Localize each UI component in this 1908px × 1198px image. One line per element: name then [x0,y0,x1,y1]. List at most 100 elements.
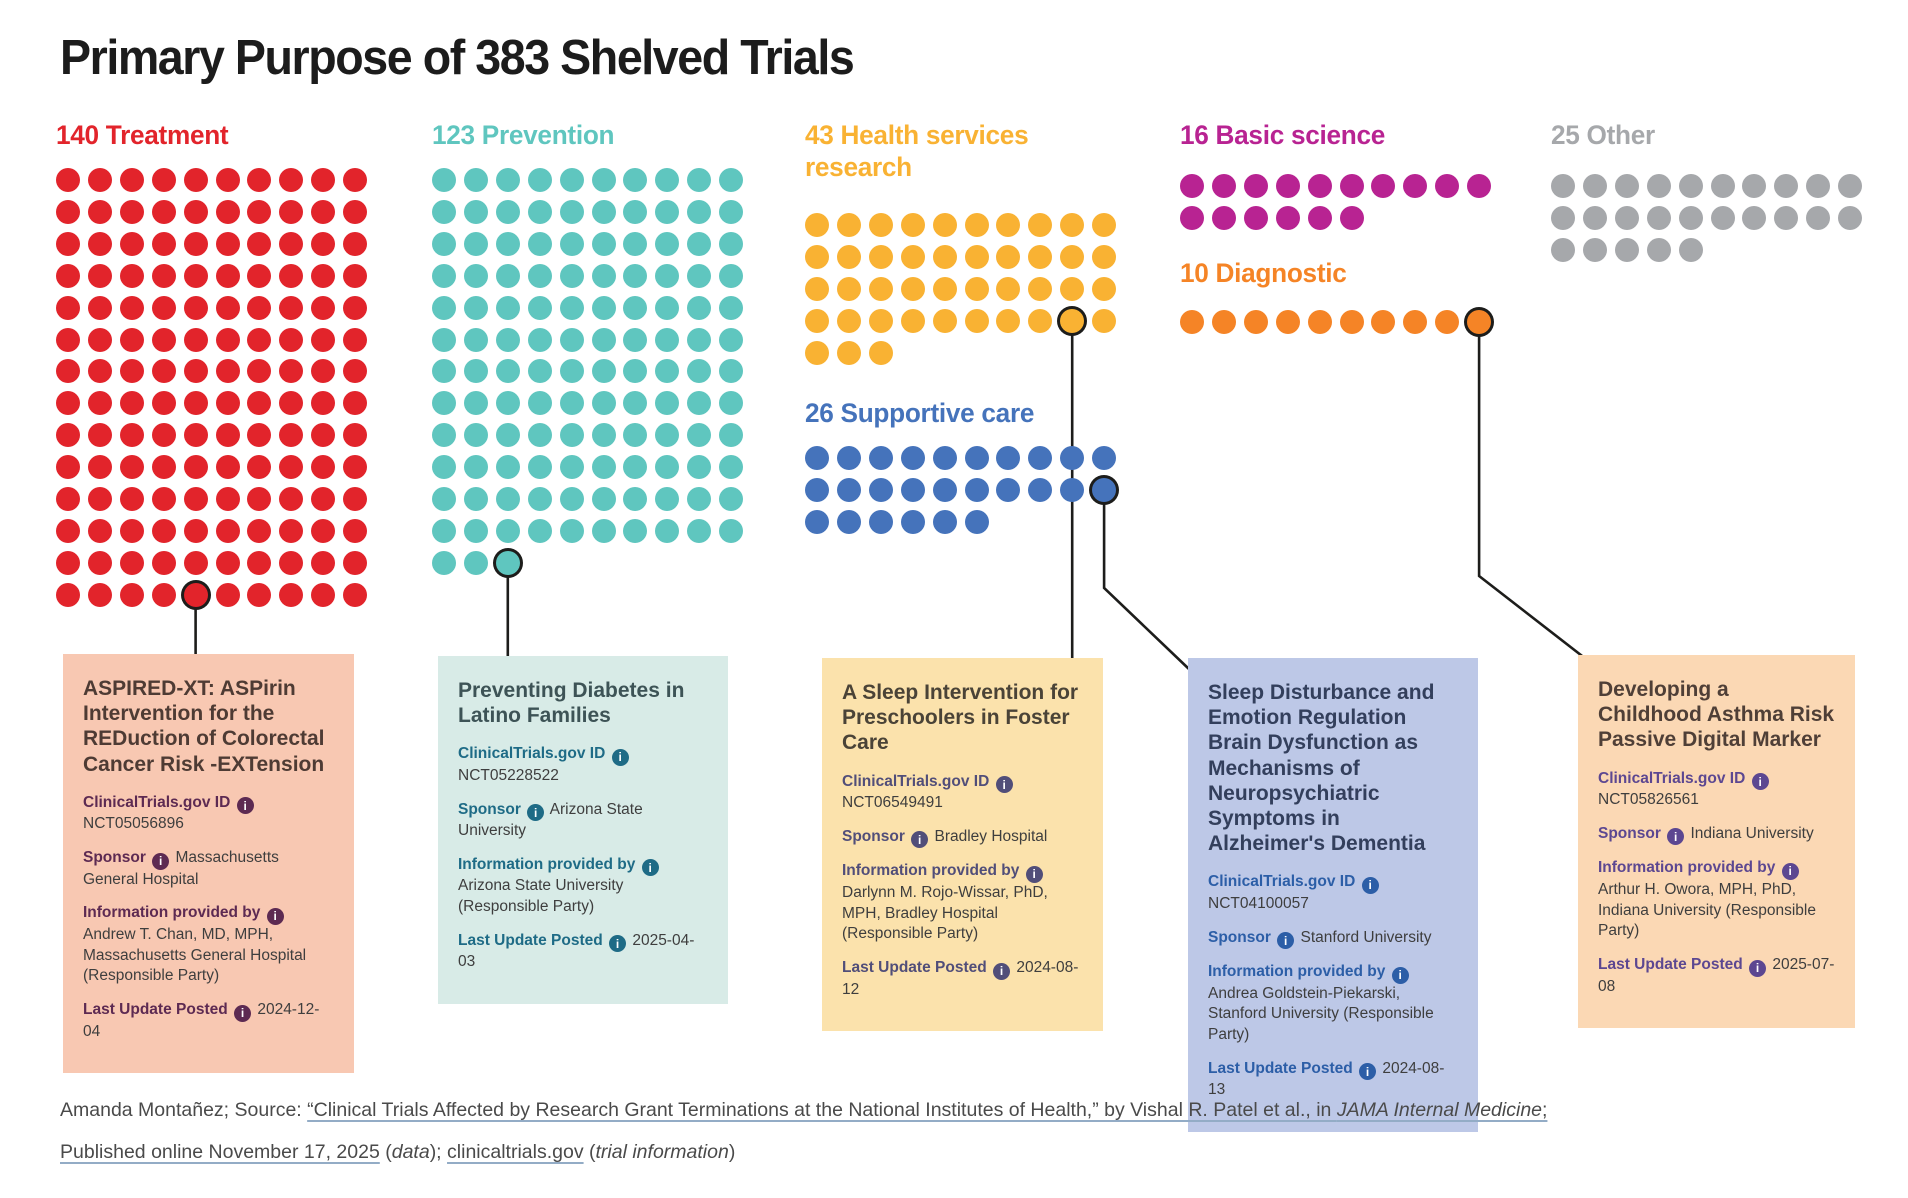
category-label-other: 25 Other [1551,120,1655,150]
dot [432,423,456,448]
trial-card-prevention: Preventing Diabetes in Latino Families C… [438,656,728,1005]
dot [964,477,989,502]
info-icon: i [641,859,659,877]
dot [56,359,80,384]
dot [527,168,552,192]
dot [559,423,584,448]
dot [527,199,552,224]
source-link[interactable]: “Clinical Trials Affected by Research Gr… [307,1099,1337,1121]
source-link[interactable]: JAMA Internal Medicine [1336,1099,1543,1121]
dot [1371,310,1396,334]
dot [463,359,488,384]
chart-title: Primary Purpose of 383 Shelved Trials [60,31,855,85]
dot [1838,174,1863,198]
category-label-supportive: 26 Supportive care [805,398,1035,428]
highlighted-dot-prevention [495,550,520,575]
dot [932,276,957,301]
dot [343,391,368,416]
field-value: Arthur H. Owora, MPH, PhD, Indiana Unive… [1598,880,1816,940]
highlighted-dot-diagnostic [1467,310,1492,334]
dot [343,359,368,384]
dot [215,295,240,320]
dot [311,168,336,192]
field-value: NCT06549491 [842,794,943,812]
dot [432,518,456,543]
dot [247,391,272,416]
dot [687,359,712,384]
dot [932,244,957,269]
dot [495,263,520,288]
dot [87,231,112,256]
dot [279,231,304,256]
field-value: Massachusetts General Hospital [83,849,279,888]
dot [247,168,272,192]
dot [183,263,208,288]
dot [119,391,144,416]
trial-card-diagnostic: Developing a Childhood Asthma Risk Passi… [1578,655,1855,1029]
dot [805,509,829,534]
dot [183,231,208,256]
dot [311,550,336,575]
source-attribution: Amanda Montañez; Source: “Clinical Trial… [60,1098,1820,1183]
dot [868,244,893,269]
info-icon: i [911,831,929,849]
dot [432,295,456,320]
dot [1774,205,1799,230]
dot [687,455,712,480]
field-label: Last Update Posted [842,959,987,977]
source-link[interactable]: ; [1542,1099,1548,1121]
dot [1339,174,1364,198]
dot [836,276,861,301]
dot [1180,205,1204,230]
field-label: ClinicalTrials.gov ID [1598,769,1746,787]
dot [527,487,552,511]
dot [1678,205,1703,230]
dot [805,213,829,237]
dot [215,487,240,511]
source-link[interactable]: clinicaltrials.gov [447,1141,584,1164]
dot [215,231,240,256]
category-label-prevention: 123 Prevention [432,120,615,150]
dot [591,295,616,320]
source-link[interactable]: Published online November 17, 2025 [60,1141,380,1164]
field-value: Stanford University [1300,928,1432,946]
dot [1028,477,1053,502]
dot [964,446,989,470]
dot [215,391,240,416]
dot [56,518,80,543]
dot [463,327,488,352]
dot [343,518,368,543]
dot [343,582,368,607]
dot [183,295,208,320]
dot [900,446,925,470]
info-icon: i [152,852,170,870]
dot [719,295,744,320]
dot [655,231,680,256]
dot [527,263,552,288]
dot [343,487,368,511]
dot [183,168,208,192]
dot [868,276,893,301]
dot [343,263,368,288]
attribution-text: ) [728,1141,736,1164]
dot [279,518,304,543]
dot [527,391,552,416]
dot [1614,205,1639,230]
dot [559,391,584,416]
dot [1467,174,1492,198]
dot [805,244,829,269]
dot [247,359,272,384]
dot [343,295,368,320]
dot [119,455,144,480]
dot [836,446,861,470]
dot [463,550,488,575]
dot [1028,213,1053,237]
dot [655,359,680,384]
info-icon: i [1749,959,1767,977]
dot [1371,174,1396,198]
dot [527,327,552,352]
dot [463,423,488,448]
dot [495,168,520,192]
